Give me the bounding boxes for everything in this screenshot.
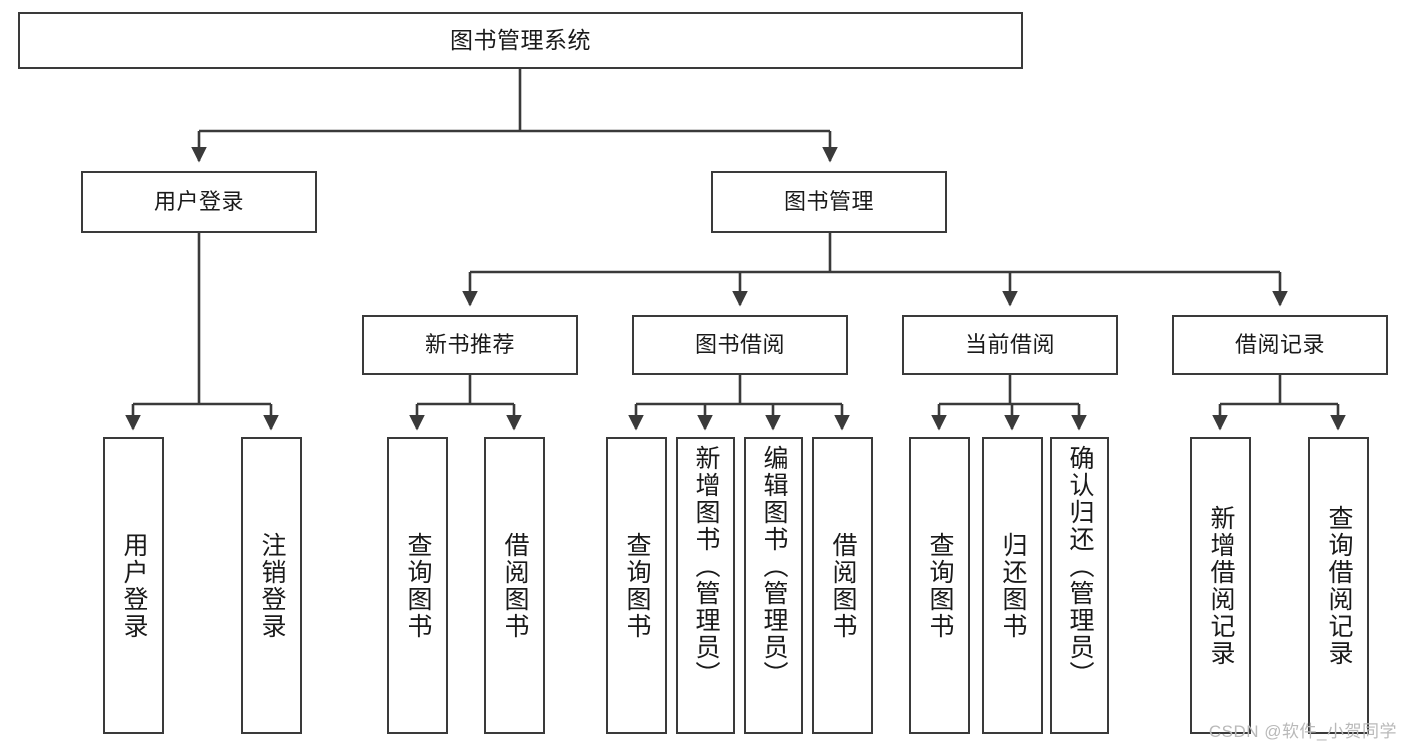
- watermark-text: CSDN @软件_小贺同学: [1208, 722, 1397, 741]
- node-label: 图书管理系统: [450, 27, 591, 54]
- node-label: 新增图书（管理员）: [692, 445, 720, 688]
- node-leaf-query-book-2[interactable]: 查询图书: [606, 437, 667, 734]
- node-label: 编辑图书（管理员）: [760, 445, 788, 688]
- node-label: 查询借阅记录: [1325, 504, 1353, 667]
- node-label: 新书推荐: [424, 331, 515, 357]
- node-label: 查询图书: [926, 531, 954, 640]
- node-label: 借阅图书: [829, 531, 857, 640]
- node-label: 借阅记录: [1234, 331, 1325, 357]
- node-current-borrow[interactable]: 当前借阅: [902, 315, 1118, 375]
- node-new-book-recommend[interactable]: 新书推荐: [362, 315, 578, 375]
- node-label: 图书管理: [783, 188, 874, 214]
- node-leaf-return-book[interactable]: 归还图书: [982, 437, 1043, 734]
- node-label: 注销登录: [258, 531, 286, 640]
- node-user-login[interactable]: 用户登录: [81, 171, 317, 233]
- node-label: 归还图书: [999, 531, 1027, 640]
- node-label: 查询图书: [623, 531, 651, 640]
- node-leaf-user-logout[interactable]: 注销登录: [241, 437, 302, 734]
- node-label: 当前借阅: [964, 331, 1055, 357]
- node-book-manage[interactable]: 图书管理: [711, 171, 947, 233]
- node-leaf-query-book-1[interactable]: 查询图书: [387, 437, 448, 734]
- node-leaf-confirm-return-admin[interactable]: 确认归还（管理员）: [1050, 437, 1109, 734]
- node-label: 确认归还（管理员）: [1066, 445, 1094, 688]
- node-label: 借阅图书: [501, 531, 529, 640]
- node-leaf-add-book-admin[interactable]: 新增图书（管理员）: [676, 437, 735, 734]
- node-root-system[interactable]: 图书管理系统: [18, 12, 1023, 69]
- node-leaf-query-borrow-record[interactable]: 查询借阅记录: [1308, 437, 1369, 734]
- node-label: 查询图书: [404, 531, 432, 640]
- node-leaf-edit-book-admin[interactable]: 编辑图书（管理员）: [744, 437, 803, 734]
- node-label: 用户登录: [120, 531, 148, 640]
- node-borrow-records[interactable]: 借阅记录: [1172, 315, 1388, 375]
- node-leaf-borrow-book-1[interactable]: 借阅图书: [484, 437, 545, 734]
- node-leaf-query-book-3[interactable]: 查询图书: [909, 437, 970, 734]
- node-label: 图书借阅: [694, 331, 785, 357]
- node-leaf-borrow-book-2[interactable]: 借阅图书: [812, 437, 873, 734]
- node-label: 新增借阅记录: [1207, 504, 1235, 667]
- node-leaf-add-borrow-record[interactable]: 新增借阅记录: [1190, 437, 1251, 734]
- node-label: 用户登录: [153, 188, 244, 214]
- node-leaf-user-login[interactable]: 用户登录: [103, 437, 164, 734]
- node-book-borrow[interactable]: 图书借阅: [632, 315, 848, 375]
